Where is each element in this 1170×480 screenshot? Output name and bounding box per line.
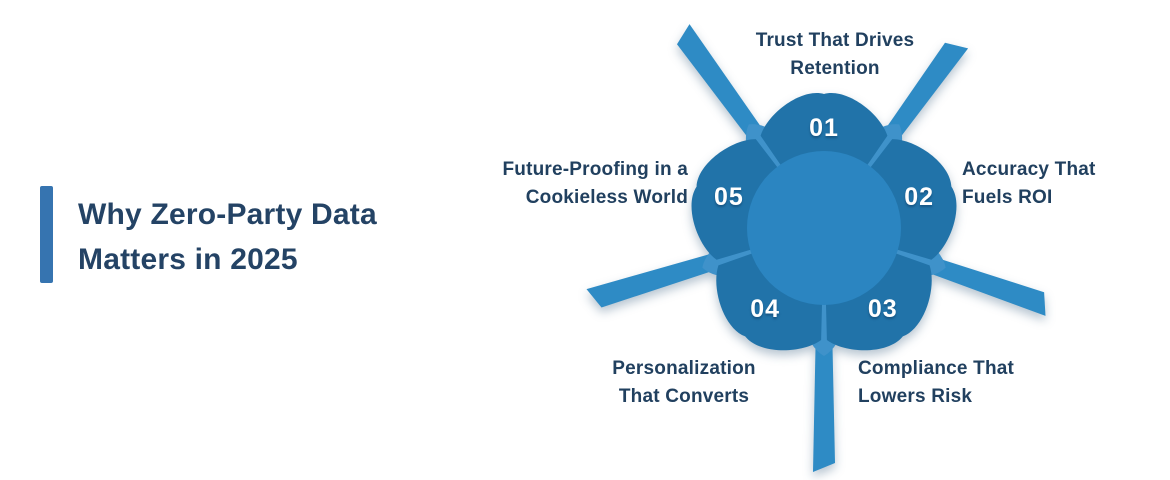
label-line: Compliance That — [858, 358, 1015, 379]
flower-group: 01 02 03 04 05 — [586, 24, 1046, 472]
label-trust-retention: Trust That Drives Retention — [705, 27, 965, 83]
label-line: Retention — [790, 58, 880, 79]
label-line: Accuracy That — [962, 159, 1096, 180]
label-line: Lowers Risk — [858, 386, 973, 407]
ray-lower-left — [586, 248, 736, 308]
step-number-01: 01 — [809, 114, 839, 142]
step-number-05: 05 — [714, 183, 744, 211]
label-line: Cookieless World — [525, 187, 688, 208]
page-title-line-1: Why Zero-Party Data — [78, 198, 377, 231]
label-line: Fuels ROI — [962, 187, 1053, 208]
label-compliance-risk: Compliance That Lowers Risk — [858, 355, 1088, 411]
page-title: Why Zero-Party Data Matters in 2025 — [78, 192, 377, 283]
step-number-04: 04 — [750, 295, 780, 323]
label-line: Personalization — [612, 358, 756, 379]
title-block: Why Zero-Party Data Matters in 2025 — [40, 186, 377, 283]
label-line: That Converts — [618, 386, 750, 407]
step-number-02: 02 — [904, 183, 934, 211]
title-accent-bar — [40, 186, 53, 283]
label-line: Trust That Drives — [755, 30, 915, 51]
label-personalization-converts: Personalization That Converts — [564, 355, 804, 411]
hub-circle — [747, 151, 901, 305]
ray-upper-left — [677, 24, 775, 156]
numbers-group: 01 02 03 04 05 — [714, 114, 934, 323]
label-future-proofing: Future-Proofing in a Cookieless World — [438, 156, 688, 212]
label-line: Future-Proofing in a — [502, 159, 688, 180]
step-number-03: 03 — [868, 295, 898, 323]
ray-bottom — [813, 323, 835, 472]
page-title-line-2: Matters in 2025 — [78, 243, 298, 276]
label-accuracy-roi: Accuracy That Fuels ROI — [962, 156, 1170, 212]
